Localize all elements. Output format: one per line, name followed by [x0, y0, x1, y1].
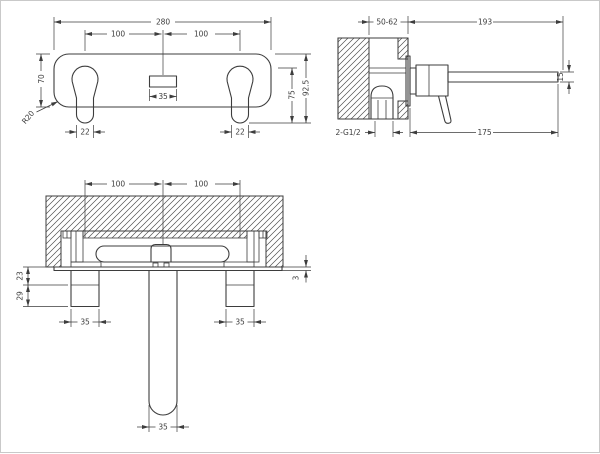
spout-side — [447, 71, 559, 83]
dim-overall-width: 280 — [53, 17, 272, 50]
dim-overall-width-label: 280 — [156, 18, 170, 27]
dim-plate-offset: 23 — [16, 266, 68, 307]
dim-spout-slot-width: 35 — [149, 89, 177, 101]
dim-plan-pitch-left-label: 100 — [111, 180, 125, 189]
wall-hatch-bottom-right — [397, 100, 409, 120]
valve-bar-plan — [95, 245, 230, 263]
mounting-bar — [82, 230, 248, 239]
dim-spout-reach: 193 — [408, 16, 564, 70]
corner-radius-label: R20 — [20, 109, 36, 126]
dim-plate-thickness-label: 3 — [292, 275, 301, 280]
spout-slot — [148, 75, 178, 88]
spout-nipple-left — [152, 262, 159, 268]
dim-spout-length: 175 — [409, 84, 559, 137]
dim-handle-slot-right: 22 — [220, 125, 260, 138]
dim-spout-slot-label: 35 — [158, 92, 168, 101]
mounting-bracket-left — [62, 230, 84, 263]
dim-wall-depth-label: 50-62 — [376, 18, 398, 27]
dim-spout-width: 35 — [137, 405, 189, 432]
dim-handle-slot-left-label: 22 — [80, 128, 90, 137]
handle-cutout-right — [226, 65, 254, 124]
dim-pitch-left-label: 100 — [111, 30, 125, 39]
dim-handle-projection: 29 — [16, 285, 30, 307]
dim-plate-height-label: 70 — [37, 74, 46, 84]
spout-connector-dome — [150, 243, 172, 262]
dim-plate-offset-label: 23 — [16, 271, 25, 281]
dim-pitch-right-label: 100 — [194, 30, 208, 39]
dim-handle-width-left: 35 — [59, 309, 111, 327]
dim-inner-height-label: 75 — [288, 90, 297, 100]
dim-handle-width-right: 35 — [214, 309, 266, 327]
valve-pipe-lines — [371, 97, 393, 119]
mixer-body — [415, 64, 449, 97]
front-view: 280 100 100 70 R20 35 — [20, 17, 311, 138]
side-view: 50-62 193 15 175 2-G1/2 — [335, 16, 574, 137]
dim-handle-slot-left: 22 — [65, 125, 105, 138]
valve-body-section — [370, 85, 394, 119]
dim-overall-height: 92.5 — [249, 53, 311, 124]
wall-hatch-top-right — [397, 37, 409, 60]
handle-base-left — [70, 261, 102, 268]
dim-inner-height: 75 — [278, 67, 297, 123]
callout-corner-radius: R20 — [20, 101, 59, 126]
spout-nipple-right — [163, 262, 170, 268]
dim-plan-pitch-right-label: 100 — [194, 180, 208, 189]
dim-handle-projection-label: 29 — [16, 291, 25, 301]
dim-plate-height: 70 — [36, 53, 50, 108]
handle-plan-right — [225, 269, 255, 308]
dim-handle-width-left-label: 35 — [80, 318, 90, 327]
cartridge-stem — [369, 67, 406, 74]
dim-spout-length-label: 175 — [477, 128, 491, 137]
mixer-collar — [409, 67, 417, 95]
dim-spout-reach-label: 193 — [478, 18, 492, 27]
spout-plan — [148, 270, 178, 416]
lever-handle-side — [437, 95, 452, 124]
dim-handle-width-right-label: 35 — [235, 318, 245, 327]
faceplate-front — [53, 53, 272, 108]
dim-handle-pitch: 100 100 — [84, 30, 241, 75]
dim-spout-tip-height-label: 15 — [556, 72, 565, 82]
handle-base-right — [223, 261, 255, 268]
dim-overall-height-label: 92.5 — [302, 80, 311, 97]
dim-plan-pitch: 100 100 — [84, 180, 241, 244]
dim-spout-width-label: 35 — [158, 423, 168, 432]
handle-plan-left — [70, 269, 100, 308]
wall-hatch-left — [337, 37, 370, 120]
faceplate-plan — [53, 266, 283, 272]
dim-handle-slot-right-label: 22 — [235, 128, 245, 137]
handle-cutout-left — [71, 65, 99, 124]
plan-view: 100 100 23 29 3 35 — [16, 180, 311, 432]
dim-plate-thickness: 3 — [282, 255, 311, 283]
mounting-bracket-right — [246, 230, 268, 263]
dim-spout-tip-height: 15 — [556, 60, 574, 94]
dim-wall-depth: 50-62 — [358, 16, 409, 35]
inlet-thread-label: 2-G1/2 — [335, 128, 360, 137]
callout-inlet-thread: 2-G1/2 — [335, 121, 403, 137]
